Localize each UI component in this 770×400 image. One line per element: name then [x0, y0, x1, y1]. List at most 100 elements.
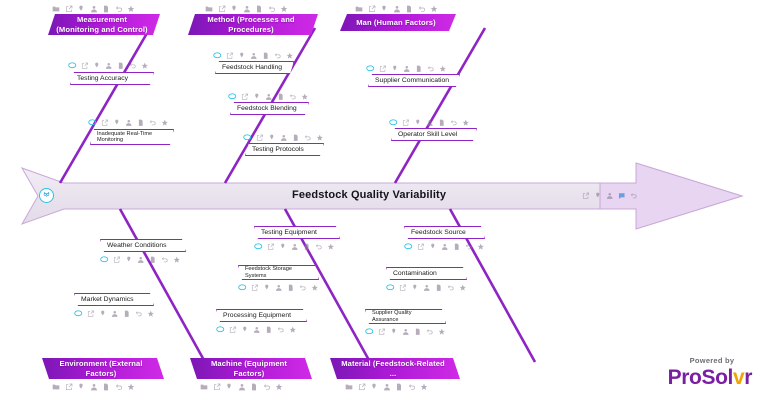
pin-icon[interactable] [380, 5, 388, 13]
cause-toolbar-testing-accuracy[interactable] [68, 60, 149, 71]
person-icon[interactable] [403, 65, 411, 73]
note-icon[interactable] [435, 284, 443, 292]
pin-icon[interactable] [238, 52, 246, 60]
star-icon[interactable] [477, 243, 485, 251]
undo-icon[interactable] [161, 256, 169, 264]
cause-toolbar-operator-skill-level[interactable] [389, 117, 470, 128]
category-toolbar-man[interactable] [355, 3, 438, 14]
ellipse-node-icon[interactable] [386, 283, 395, 292]
note-icon[interactable] [414, 328, 422, 336]
person-icon[interactable] [291, 243, 299, 251]
cause-box-inadequate-real-time-monitoring[interactable]: Inadequate Real-Time Monitoring [90, 129, 174, 145]
cause-toolbar-feedstock-handling[interactable] [213, 50, 294, 61]
ellipse-node-icon[interactable] [68, 61, 77, 70]
undo-icon[interactable] [135, 310, 143, 318]
cause-box-feedstock-source[interactable]: Feedstock Source [404, 226, 485, 239]
pin-icon[interactable] [390, 328, 398, 336]
undo-icon[interactable] [277, 326, 285, 334]
folder-icon[interactable] [205, 5, 213, 13]
pin-icon[interactable] [391, 65, 399, 73]
star-icon[interactable] [462, 119, 470, 127]
note-icon[interactable] [102, 383, 110, 391]
ellipse-node-icon[interactable] [238, 283, 247, 292]
person-icon[interactable] [253, 326, 261, 334]
undo-icon[interactable] [427, 65, 435, 73]
person-icon[interactable] [280, 134, 288, 142]
external-link-icon[interactable] [417, 243, 425, 251]
star-icon[interactable] [439, 65, 447, 73]
external-link-icon[interactable] [226, 52, 234, 60]
star-icon[interactable] [127, 383, 135, 391]
person-icon[interactable] [90, 5, 98, 13]
note-icon[interactable] [438, 119, 446, 127]
note-icon[interactable] [149, 256, 157, 264]
person-icon[interactable] [105, 62, 113, 70]
undo-icon[interactable] [115, 5, 123, 13]
undo-icon[interactable] [408, 383, 416, 391]
star-icon[interactable] [438, 328, 446, 336]
external-link-icon[interactable] [218, 5, 226, 13]
star-icon[interactable] [420, 383, 428, 391]
category-toolbar-machine[interactable] [200, 381, 283, 392]
cause-toolbar-feedstock-source[interactable] [404, 241, 485, 252]
category-environment[interactable]: Environment (External Factors) [42, 358, 164, 379]
ellipse-node-icon[interactable] [213, 51, 222, 60]
undo-icon[interactable] [304, 134, 312, 142]
external-link-icon[interactable] [582, 192, 590, 200]
undo-icon[interactable] [315, 243, 323, 251]
external-link-icon[interactable] [256, 134, 264, 142]
undo-icon[interactable] [299, 284, 307, 292]
person-icon[interactable] [441, 243, 449, 251]
folder-icon[interactable] [355, 5, 363, 13]
ellipse-node-icon[interactable] [216, 325, 225, 334]
cause-box-processing-equipment[interactable]: Processing Equipment [216, 309, 307, 322]
pin-icon[interactable] [411, 284, 419, 292]
pin-icon[interactable] [263, 284, 271, 292]
note-icon[interactable] [250, 383, 258, 391]
pin-icon[interactable] [268, 134, 276, 142]
note-icon[interactable] [262, 52, 270, 60]
note-icon[interactable] [405, 5, 413, 13]
note-icon[interactable] [137, 119, 145, 127]
ellipse-node-icon[interactable] [365, 327, 374, 336]
external-link-icon[interactable] [399, 284, 407, 292]
pin-icon[interactable] [429, 243, 437, 251]
category-method[interactable]: Method (Processes and Procedures) [188, 14, 318, 35]
undo-icon[interactable] [630, 192, 638, 200]
note-icon[interactable] [287, 284, 295, 292]
note-icon[interactable] [303, 243, 311, 251]
person-icon[interactable] [111, 310, 119, 318]
external-link-icon[interactable] [368, 5, 376, 13]
cause-toolbar-inadequate-monitoring[interactable] [88, 117, 169, 128]
person-icon[interactable] [243, 5, 251, 13]
undo-icon[interactable] [418, 5, 426, 13]
external-link-icon[interactable] [101, 119, 109, 127]
person-icon[interactable] [137, 256, 145, 264]
ellipse-node-icon[interactable] [404, 242, 413, 251]
cause-box-feedstock-handling[interactable]: Feedstock Handling [215, 61, 294, 74]
external-link-icon[interactable] [251, 284, 259, 292]
pin-icon[interactable] [370, 383, 378, 391]
category-toolbar-method[interactable] [205, 3, 288, 14]
external-link-icon[interactable] [81, 62, 89, 70]
undo-icon[interactable] [465, 243, 473, 251]
root-node-avatar[interactable] [39, 188, 54, 203]
note-icon[interactable] [123, 310, 131, 318]
person-icon[interactable] [250, 52, 258, 60]
note-icon[interactable] [265, 326, 273, 334]
person-icon[interactable] [606, 192, 614, 200]
folder-icon[interactable] [52, 5, 60, 13]
person-icon[interactable] [383, 383, 391, 391]
category-machine[interactable]: Machine (Equipment Factors) [190, 358, 312, 379]
star-icon[interactable] [301, 93, 309, 101]
cause-box-supplier-communication[interactable]: Supplier Communication [368, 74, 460, 87]
cause-box-market-dynamics[interactable]: Market Dynamics [74, 293, 154, 306]
folder-icon[interactable] [200, 383, 208, 391]
external-link-icon[interactable] [402, 119, 410, 127]
cause-toolbar-testing-equipment[interactable] [254, 241, 335, 252]
person-icon[interactable] [426, 119, 434, 127]
pin-icon[interactable] [77, 5, 85, 13]
cause-box-weather-conditions[interactable]: Weather Conditions [100, 239, 186, 252]
star-icon[interactable] [311, 284, 319, 292]
ellipse-node-icon[interactable] [389, 118, 398, 127]
